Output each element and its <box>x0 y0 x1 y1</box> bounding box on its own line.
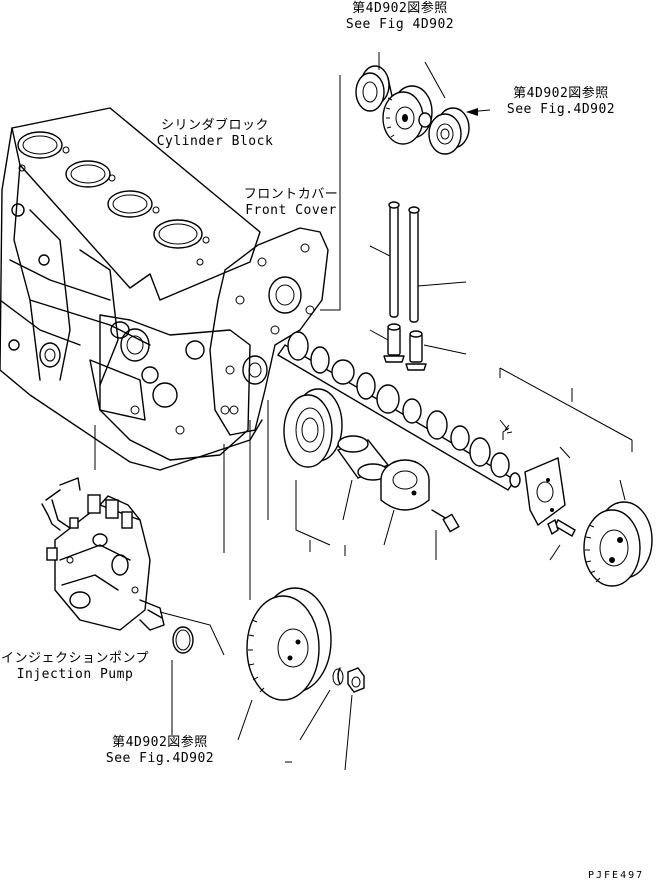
injection-pump-jp: インジェクションポンプ <box>0 651 150 666</box>
ref-bottom-jp: 第4D902図参照 <box>112 735 208 750</box>
ref-top-jp: 第4D902図参照 <box>352 1 448 16</box>
injection-pump <box>41 425 225 735</box>
injection-pump-en: Injection Pump <box>16 667 134 682</box>
ref-right-en: See Fig.4D902 <box>506 102 616 117</box>
idler-gear-assembly <box>320 52 491 311</box>
push-rods <box>369 201 467 371</box>
drawing-code: PJFE497 <box>588 870 645 881</box>
thrust-plate-gear <box>283 388 460 560</box>
front-cover <box>209 227 329 436</box>
cylinder-block-en: Cylinder Block <box>156 134 274 149</box>
front-cover-en: Front Cover <box>245 203 337 218</box>
cylinder-block <box>0 107 263 471</box>
front-cover-jp: フロントカバー <box>243 187 339 202</box>
cam-gear-right <box>499 367 653 587</box>
injection-pump-gear <box>237 400 365 771</box>
camshaft <box>276 331 521 491</box>
ref-top-en: See Fig 4D902 <box>345 17 455 32</box>
ref-right-jp: 第4D902図参照 <box>513 86 609 101</box>
ref-bottom-en: See Fig.4D902 <box>105 751 215 766</box>
cylinder-block-jp: シリンダブロック <box>160 118 269 133</box>
